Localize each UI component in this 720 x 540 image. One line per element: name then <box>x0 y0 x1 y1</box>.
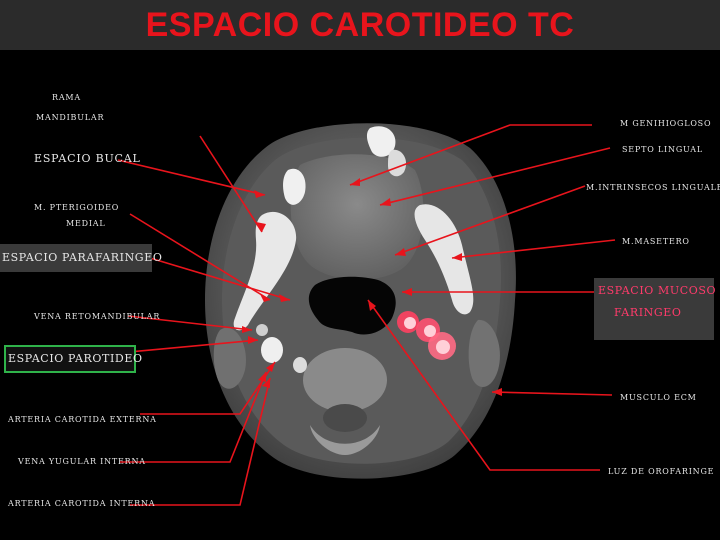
arrow-espacio-bucal <box>117 159 266 196</box>
label-mandibular: MANDIBULAR <box>36 113 105 122</box>
arrow-yugular-interna <box>120 371 267 463</box>
arrow-pterigoideo <box>129 213 271 301</box>
front-bone-left <box>283 168 306 205</box>
mandible-left <box>233 211 297 331</box>
right-carotid-lumen1 <box>404 317 416 329</box>
label-espacio-parotideo: ESPACIO PAROTIDEO <box>4 345 142 373</box>
arrow-genihiogloso <box>349 124 592 186</box>
front-bone-right <box>366 126 396 157</box>
oropharynx-airway <box>308 276 396 335</box>
label-vena-yugular-interna: VENA YUGULAR INTERNA <box>18 457 146 466</box>
arrow-musculo-ecm <box>491 391 613 396</box>
label-arteria-carotida-externa: ARTERIA CAROTIDA EXTERNA <box>8 415 157 424</box>
arrow-rama-mandibular <box>199 135 263 233</box>
left-jugular <box>261 337 283 363</box>
left-carotid <box>293 357 307 373</box>
label-vena-retomandibular: VENA RETOMANDIBULAR <box>34 312 161 321</box>
right-carotid-lumen2 <box>424 325 436 337</box>
label-septo-lingual: SEPTO LINGUAL <box>622 145 703 154</box>
arrow-septo-lingual <box>379 147 611 206</box>
arrow-parafaringeo <box>149 257 291 301</box>
mandible-right <box>414 204 474 315</box>
left-retromandibular <box>256 324 268 336</box>
tongue <box>290 154 424 280</box>
label-faringeo: FARINGEO <box>614 306 682 319</box>
label-espacio-mucoso: ESPACIO MUCOSO <box>598 284 717 297</box>
label-medial: MEDIAL <box>66 219 106 228</box>
label-m-masetero: M.MASETERO <box>622 237 690 246</box>
label-espacio-parafaringeo: ESPACIO PARAFARINGEO <box>0 244 162 272</box>
arrow-heads <box>242 178 502 396</box>
arrow-luz-orofaringe <box>367 299 600 471</box>
title-bar: ESPACIO CAROTIDEO TC <box>0 0 720 50</box>
vertebra-posterior <box>310 425 380 455</box>
slide-title: ESPACIO CAROTIDEO TC <box>145 5 575 44</box>
label-m-pterigoideo: M. PTERIGOIDEO <box>34 203 120 212</box>
spinal-canal <box>323 404 367 432</box>
scm-right <box>468 319 500 388</box>
arrow-intrinsecos <box>394 185 586 256</box>
label-arteria-carotida-interna: ARTERIA CAROTIDA INTERNA <box>8 499 156 508</box>
arrow-parotideo <box>117 339 259 354</box>
vertebra <box>303 348 387 412</box>
label-rama: RAMA <box>52 93 81 102</box>
espacio-mucoso-box: ESPACIO MUCOSO FARINGEO <box>594 278 717 340</box>
arrow-carotida-interna <box>130 377 271 506</box>
label-musculo-ecm: MUSCULO ECM <box>620 393 697 402</box>
arrow-retomandibular <box>127 315 253 331</box>
right-jugular-lumen <box>436 340 450 354</box>
label-luz-orofaringe: LUZ DE OROFARINGE <box>608 467 715 476</box>
label-espacio-bucal: ESPACIO BUCAL <box>34 152 141 165</box>
annotation-arrows <box>117 124 616 506</box>
label-m-intrinsecos: M.INTRINSECOS LINGUALES <box>586 183 720 192</box>
label-m-genihiogloso: M GENIHIOGLOSO <box>620 119 712 128</box>
arrow-masetero <box>451 239 616 259</box>
